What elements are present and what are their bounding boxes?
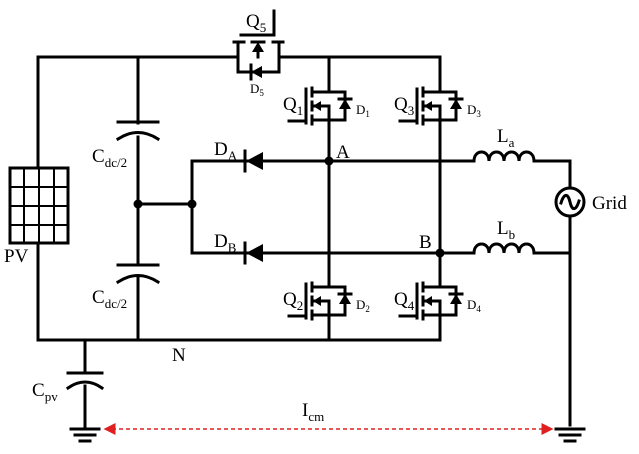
- inductor-la: [472, 150, 536, 163]
- diode-d5: [236, 55, 281, 81]
- capacitor-cpv: [65, 371, 105, 391]
- lb-label: Lb: [497, 218, 515, 242]
- ground-icon-right: [554, 427, 586, 443]
- da-label: DA: [214, 139, 238, 163]
- icm-label: Icm: [302, 400, 324, 424]
- q3-label: Q3: [394, 94, 414, 118]
- inductor-lb: [472, 242, 536, 255]
- diode-db: [240, 241, 264, 265]
- d1-label: D1: [356, 102, 370, 119]
- pv-panel: [8, 166, 70, 245]
- switch-q4: [398, 273, 464, 322]
- capacitor-cdc-top: [115, 120, 161, 142]
- grid-label: Grid: [592, 193, 627, 214]
- ground-icon-left: [69, 427, 101, 443]
- d3-label: D3: [467, 102, 481, 119]
- la-label: La: [497, 126, 515, 150]
- grid-ac-source-icon: [554, 186, 586, 218]
- cdc-top-label: Cdc/2: [92, 146, 127, 170]
- switch-q2: [287, 273, 353, 322]
- d5-label: D5: [250, 81, 264, 98]
- junction-dots: [133, 156, 445, 258]
- cpv-label: Cpv: [32, 380, 58, 404]
- db-label: DB: [214, 231, 237, 255]
- q4-label: Q4: [394, 289, 415, 313]
- capacitor-cdc-bottom: [115, 263, 161, 285]
- dc-bus-wires: [36, 55, 572, 429]
- cdc-bottom-label: Cdc/2: [92, 287, 127, 311]
- switch-q1: [287, 78, 353, 127]
- pv-label: PV: [4, 246, 29, 267]
- d2-label: D2: [356, 297, 370, 314]
- diode-da: [240, 149, 264, 173]
- node-n-label: N: [172, 345, 186, 366]
- d4-label: D4: [467, 297, 481, 314]
- switch-q5: [230, 9, 287, 59]
- node-a-label: A: [336, 142, 350, 163]
- switch-q3: [398, 78, 464, 127]
- q5-label: Q5: [246, 11, 266, 35]
- node-b-label: B: [419, 232, 432, 253]
- q2-label: Q2: [283, 289, 303, 313]
- q1-label: Q1: [283, 94, 303, 118]
